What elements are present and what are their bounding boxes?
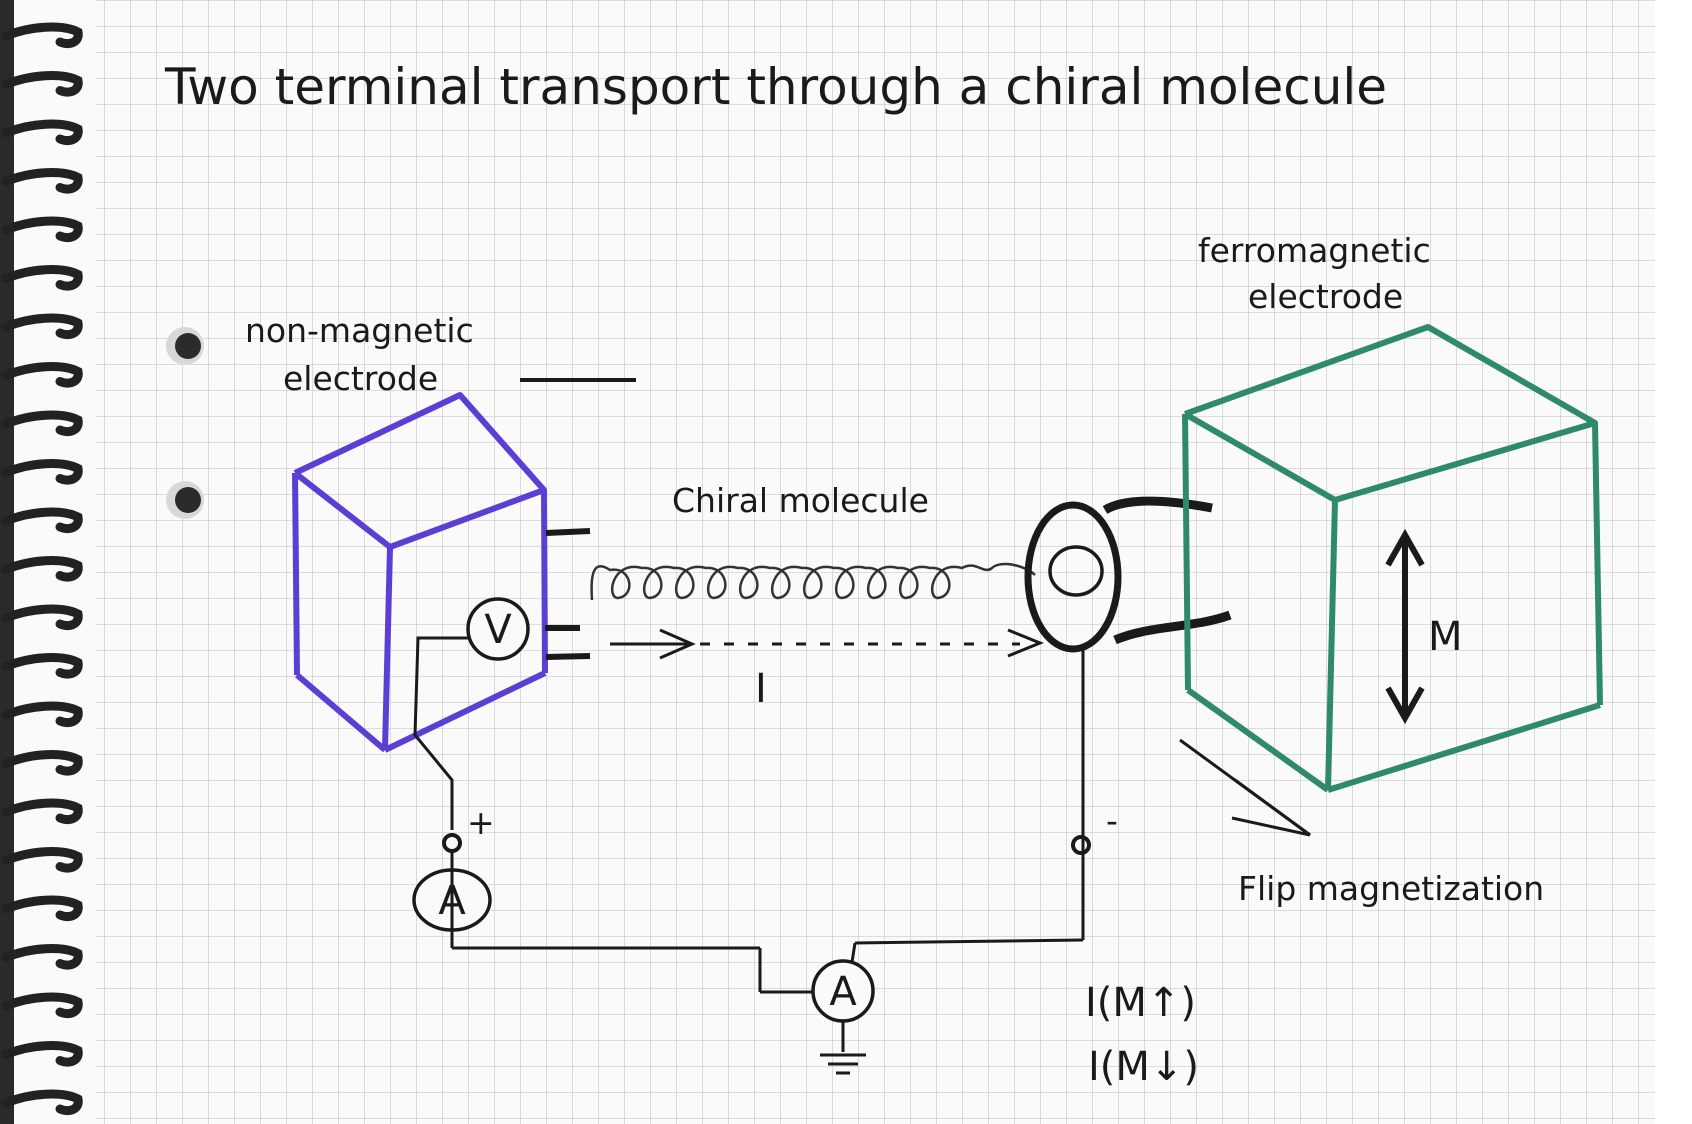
contact-pads [545, 528, 591, 660]
flip-arrow-icon [1179, 738, 1311, 837]
spiral-ring [1, 313, 83, 340]
ferromagnetic-label: ferromagnetic [1198, 231, 1431, 270]
spiral-ring [1, 168, 83, 194]
chiral-molecule-label: Chiral molecule [672, 481, 929, 520]
spiral-ring [1, 798, 83, 825]
tip-contact [1024, 496, 1232, 653]
spiral-ring [1, 750, 83, 776]
spiral-ring [1, 604, 83, 631]
spiral-ring [1, 556, 83, 582]
spiral-ring [1, 507, 83, 534]
spiral-ring [1, 701, 83, 728]
ground-icon [820, 1053, 866, 1075]
spiral-ring [1, 71, 83, 97]
spiral-ring [1, 847, 83, 873]
ferromagnetic-electrode [1182, 324, 1603, 793]
spiral-ring [1, 410, 83, 437]
spiral-ring [1, 1041, 83, 1067]
magnetization-arrow-icon [1385, 528, 1425, 725]
page-title: Two terminal transport through a chiral … [164, 58, 1387, 116]
chiral-molecule-helix [590, 562, 1036, 601]
current-arrow [610, 628, 1044, 660]
spiral-ring [1, 22, 83, 49]
ammeter-symbol: A [829, 969, 857, 1015]
binder-hole-icon [166, 481, 204, 519]
spiral-ring [1, 459, 83, 485]
ammeter-bottom: A [811, 959, 875, 1023]
notebook-spiral-icon [1, 22, 83, 1116]
page-edge [1655, 0, 1692, 1124]
spiral-ring [1, 1089, 83, 1116]
non-magnetic-label: electrode [283, 359, 438, 398]
magnetization-label: M [1428, 614, 1463, 660]
spiral-ring [1, 653, 83, 679]
negative-terminal [1071, 835, 1091, 855]
ammeter-left: A [412, 851, 492, 948]
spiral-ring [1, 895, 83, 922]
ferromagnetic-label: electrode [1248, 277, 1403, 316]
current-down-label: I(M↓) [1088, 1044, 1199, 1090]
spiral-ring [1, 992, 83, 1019]
spiral-ring [1, 119, 83, 146]
non-magnetic-electrode [292, 392, 548, 753]
spiral-ring [1, 944, 83, 970]
current-up-label: I(M↑) [1085, 980, 1196, 1026]
grid-paper [95, 0, 1655, 1124]
positive-sign: + [467, 803, 495, 842]
spiral-ring [1, 362, 83, 388]
binder-hole-icon [166, 327, 204, 365]
voltmeter-symbol: V [484, 607, 512, 653]
ammeter-symbol: A [438, 878, 466, 924]
non-magnetic-label: non-magnetic [245, 311, 474, 350]
spiral-ring [1, 265, 83, 291]
flip-magnetization-label: Flip magnetization [1238, 869, 1544, 908]
current-label: I [755, 666, 767, 712]
voltmeter: V [413, 597, 530, 830]
negative-sign: - [1106, 801, 1118, 840]
spiral-ring [1, 216, 83, 243]
